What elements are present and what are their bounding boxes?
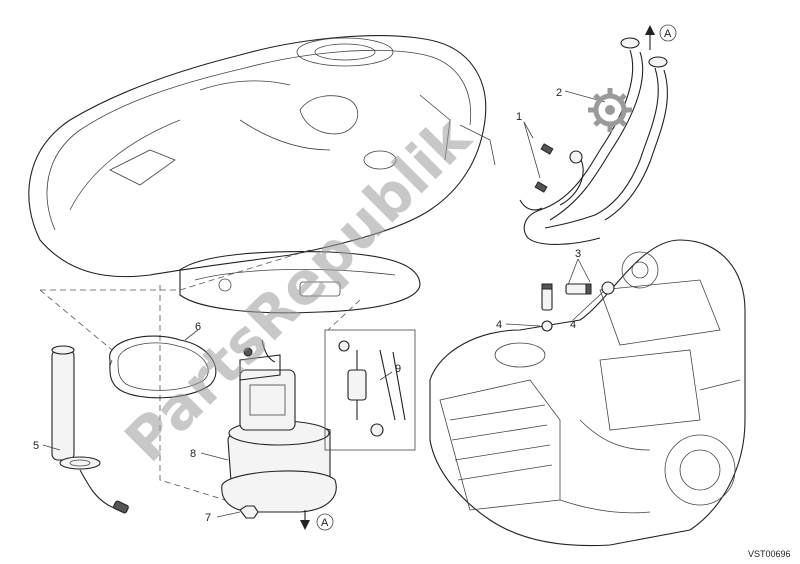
watermark-text: PartsRepublik xyxy=(112,102,485,475)
callout-8: 8 xyxy=(190,448,196,460)
callout-labels: 1 2 3 4 4 5 6 7 8 9 A A VST00696 xyxy=(33,28,791,559)
engine-assembly xyxy=(429,239,746,547)
leader-lines xyxy=(42,90,606,518)
fuel-tank xyxy=(28,35,496,278)
arrow-a-top-label: A xyxy=(664,28,672,40)
callout-9: 9 xyxy=(395,363,401,375)
drawing-code: VST00696 xyxy=(748,549,791,559)
arrow-a-markers xyxy=(300,24,677,531)
callout-7: 7 xyxy=(205,512,211,524)
callout-3: 3 xyxy=(575,248,581,260)
filter-box-part-9 xyxy=(324,329,416,451)
fuel-hoses xyxy=(519,37,668,245)
reference-dashes xyxy=(39,249,361,501)
callout-4a: 4 xyxy=(496,319,502,331)
watermark: PartsRepublik xyxy=(112,102,485,475)
tank-lower-shell xyxy=(179,251,421,314)
callout-6: 6 xyxy=(195,321,201,333)
callout-5: 5 xyxy=(33,440,39,452)
callout-1: 1 xyxy=(516,111,522,123)
quick-connectors xyxy=(541,281,615,332)
gear-logo-icon xyxy=(588,88,632,132)
nut-part-7 xyxy=(239,505,259,519)
arrow-a-bottom-label: A xyxy=(321,517,329,529)
callout-4b: 4 xyxy=(570,319,576,331)
gasket-part-6 xyxy=(109,335,217,399)
screw-parts-1 xyxy=(534,143,554,193)
fuel-pump-assembly xyxy=(221,339,337,513)
pipe-part-5 xyxy=(51,345,129,514)
callout-2: 2 xyxy=(556,87,562,99)
